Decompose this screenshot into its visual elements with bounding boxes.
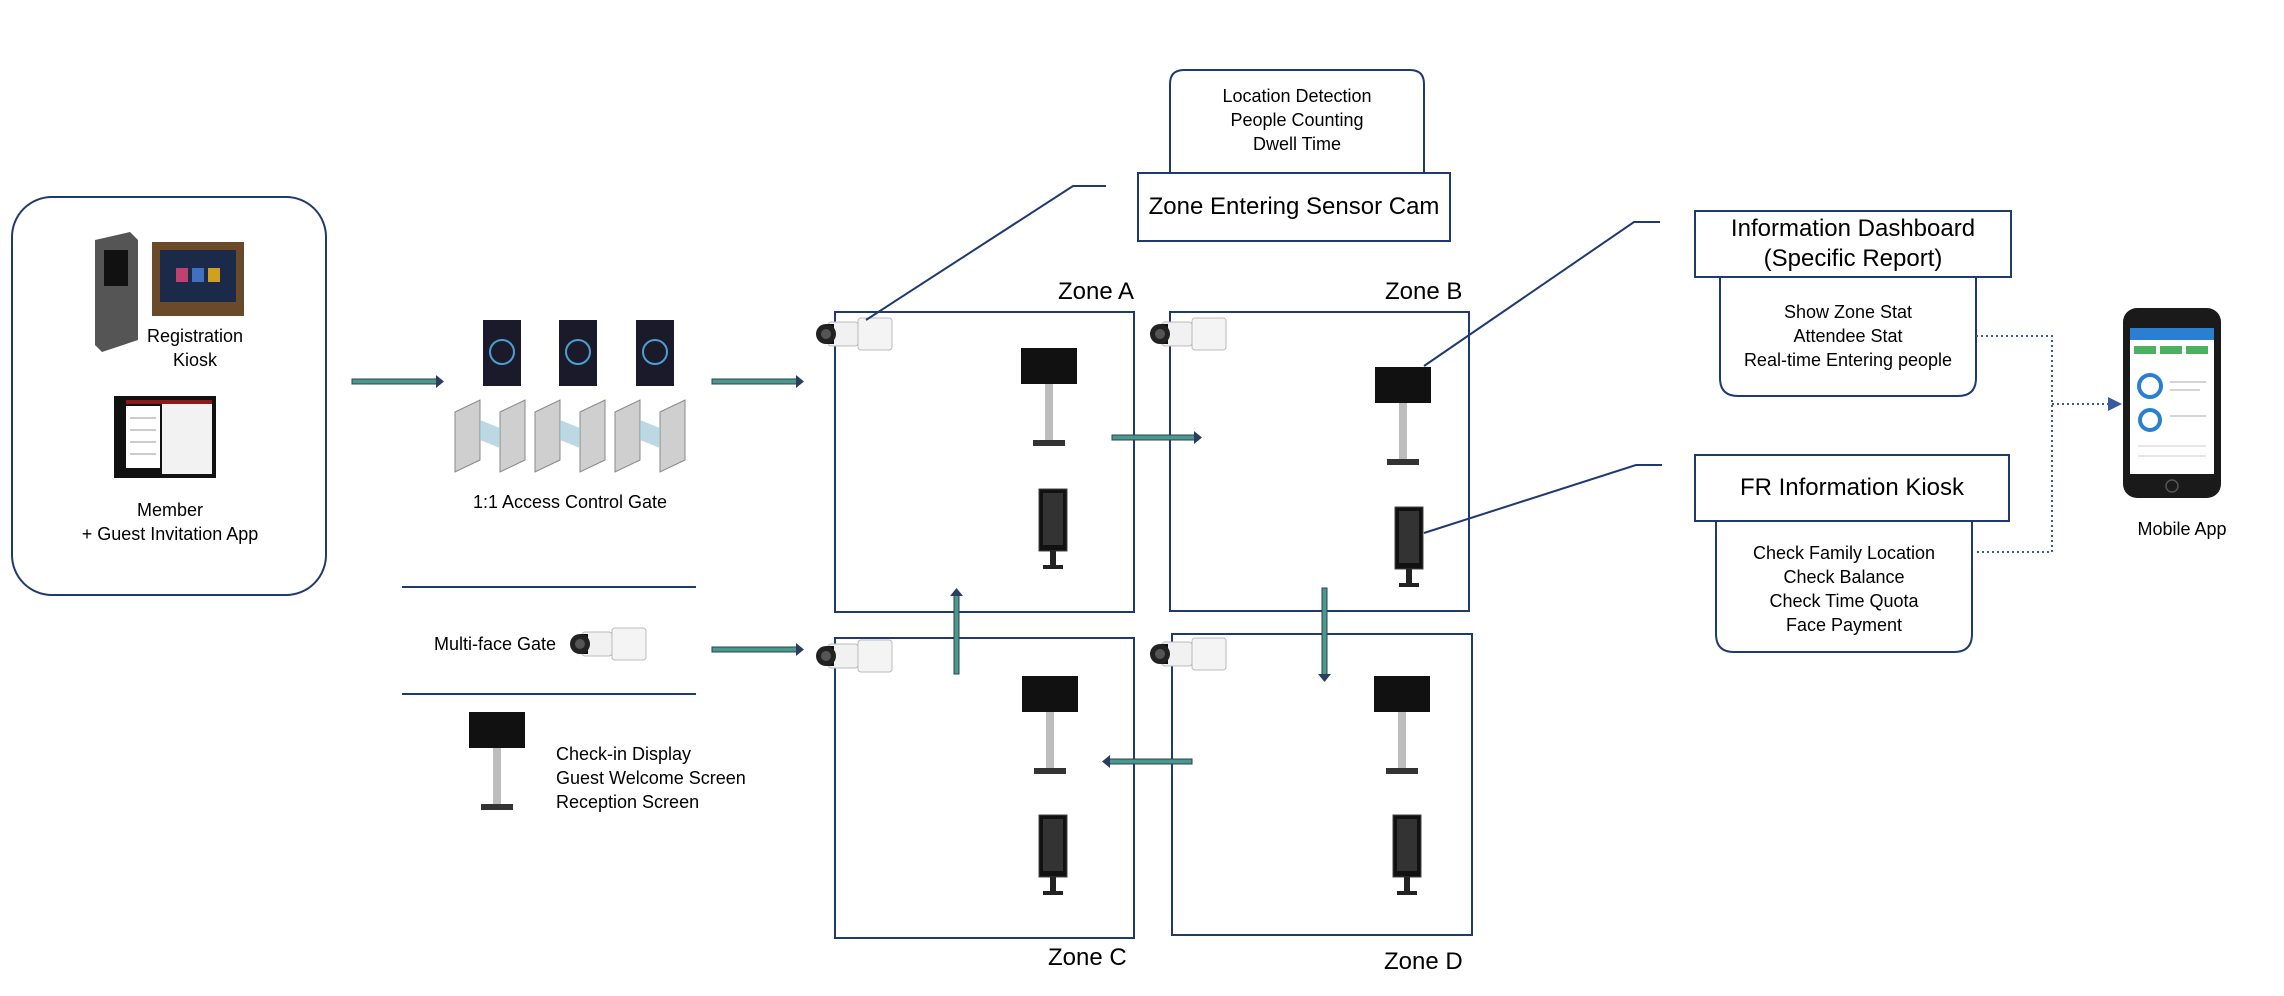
zone-b-display-icon (1375, 367, 1431, 465)
fr-kiosk-feature-box (1715, 518, 1973, 653)
flow-arrow-multiface-to-zone-c (711, 643, 804, 656)
zone-b-label: Zone B (1385, 278, 1463, 305)
sensor-cam-feature-box (1169, 69, 1425, 172)
zone-d-camera-icon (1149, 637, 1227, 671)
zone-c-label: Zone C (1048, 944, 1127, 971)
mobile-app-label: Mobile App (2137, 519, 2227, 539)
zone-a-kiosk-icon (1038, 488, 1068, 570)
guest-invitation-app-label: Member + Guest Invitation App (81, 500, 259, 544)
flow-arrow-zone-d-to-c (1102, 755, 1193, 768)
checkin-display-label: Check-in Display Guest Welcome Screen Re… (556, 744, 746, 812)
zone-a-camera-icon (815, 317, 893, 351)
flow-arrow-zone-b-to-d (1318, 587, 1331, 682)
zone-b-box (1169, 311, 1470, 612)
fr-kiosk-title-box: FR Information Kiosk (1694, 454, 2010, 522)
checkin-display-icon (469, 712, 525, 810)
dashboard-connector (1423, 221, 1660, 367)
zone-d-label: Zone D (1384, 948, 1463, 975)
registration-group-box (11, 196, 327, 596)
flow-arrow-gate-to-zone-a (711, 375, 804, 388)
multi-face-camera-icon (569, 627, 647, 661)
registration-kiosk-label: Registration Kiosk (146, 326, 244, 370)
dashboard-feature-box (1719, 274, 1977, 397)
fr-kiosk-connector (1423, 464, 1662, 534)
dotted-connector-to-app (1976, 335, 2053, 553)
flow-arrow-zone-c-to-a (950, 588, 963, 675)
zone-c-kiosk-icon (1038, 814, 1068, 896)
flow-arrow-registration-to-gate (351, 375, 444, 388)
zone-d-kiosk-icon (1392, 814, 1422, 896)
zone-a-display-icon (1021, 348, 1077, 446)
access-control-gate-label: 1:1 Access Control Gate (472, 492, 668, 512)
access-control-gate-icon (454, 320, 686, 473)
zone-c-display-icon (1022, 676, 1078, 774)
zone-c-box (834, 637, 1135, 939)
zone-d-display-icon (1374, 676, 1430, 774)
dashboard-features: Show Zone Stat Attendee Stat Real-time E… (1743, 302, 1953, 370)
zone-c-camera-icon (815, 639, 893, 673)
zone-a-label: Zone A (1058, 278, 1135, 305)
guest-app-screenshot-icon (114, 396, 216, 478)
mobile-phone-icon (2123, 308, 2221, 498)
flow-arrow-zone-a-to-b (1111, 431, 1202, 444)
registration-kiosk-icon (95, 232, 244, 352)
sensor-cam-title-box: Zone Entering Sensor Cam (1137, 172, 1451, 242)
fr-kiosk-features: Check Family Location Check Balance Chec… (1752, 543, 1936, 635)
zone-a-box (834, 311, 1135, 613)
zone-b-camera-icon (1149, 317, 1227, 351)
sensor-cam-connector (865, 185, 1106, 321)
dashboard-title-box: Information Dashboard (Specific Report) (1694, 210, 2012, 278)
dotted-arrow-head (2108, 397, 2122, 411)
zone-b-kiosk-icon (1394, 506, 1424, 588)
multi-face-gate-label: Multi-face Gate (434, 634, 557, 654)
sensor-cam-features: Location Detection People Counting Dwell… (1222, 86, 1372, 154)
